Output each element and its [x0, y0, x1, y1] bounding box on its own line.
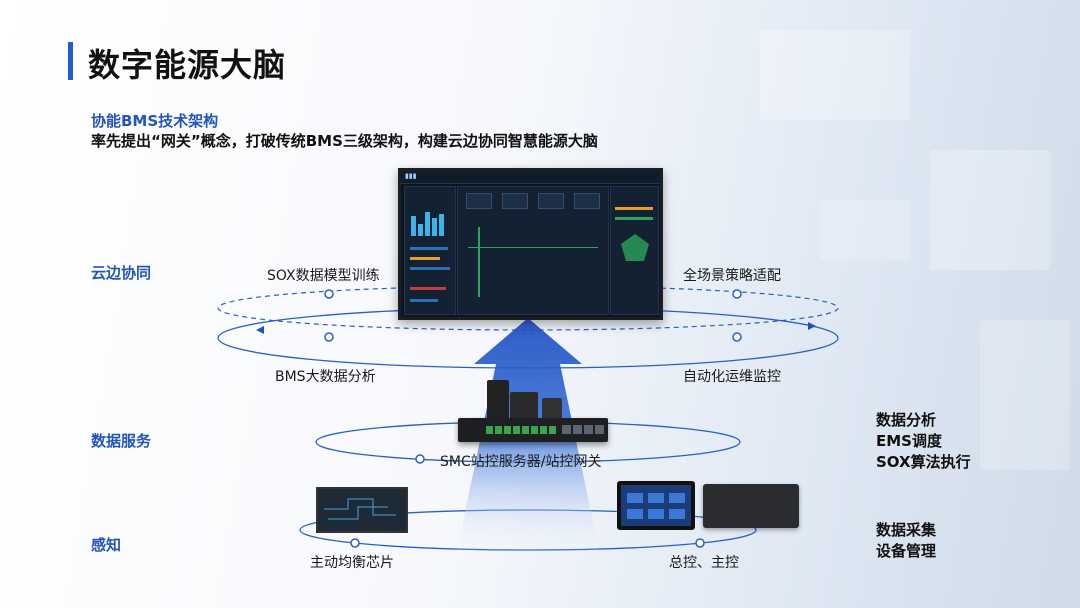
dashboard-screen-icon: ▮▮▮ — [398, 168, 663, 320]
node-dot — [324, 332, 334, 342]
tablet-screen — [621, 485, 691, 526]
layer-label-service: 数据服务 — [91, 432, 152, 450]
layer-label-perception: 感知 — [91, 536, 122, 554]
node-label-master-control: 总控、主控 — [669, 555, 739, 571]
controller-box-icon — [703, 484, 799, 528]
dashboard-left-panel — [404, 186, 456, 315]
service-function-item: 数据分析 — [876, 411, 937, 429]
perception-function-item: 数据采集 — [876, 521, 937, 539]
service-function-item: EMS调度 — [876, 432, 942, 450]
bg-block — [980, 320, 1070, 470]
node-dot — [415, 454, 425, 464]
ring-arrow-right — [808, 322, 816, 330]
node-dot — [695, 538, 705, 548]
node-dot — [732, 332, 742, 342]
node-label-ops-monitor: 自动化运维监控 — [683, 369, 781, 385]
gateway-module-icon — [542, 398, 562, 420]
node-label-sox-training: SOX数据模型训练 — [267, 268, 380, 284]
bg-block — [760, 30, 910, 120]
node-dot — [732, 289, 742, 299]
gateway-module-icon — [487, 380, 509, 420]
perception-function-item: 设备管理 — [876, 542, 937, 560]
dashboard-topbar: ▮▮▮ — [401, 171, 660, 184]
title-accent-bar — [68, 42, 73, 80]
bg-block — [930, 150, 1050, 270]
node-label-bms-analysis: BMS大数据分析 — [275, 369, 376, 385]
gateway-module-icon — [510, 392, 538, 420]
balancing-chip-icon — [316, 487, 408, 533]
gateway-device-icon — [458, 418, 608, 442]
page-subtitle: 协能BMS技术架构 — [91, 112, 219, 130]
dashboard-logo: ▮▮▮ — [405, 172, 417, 180]
node-label-strategy: 全场景策略适配 — [683, 268, 781, 284]
service-function-item: SOX算法执行 — [876, 453, 971, 471]
service-functions-list: 数据分析 EMS调度 SOX算法执行 — [876, 410, 971, 473]
dashboard-right-panel — [610, 186, 659, 315]
perception-functions-list: 数据采集 设备管理 — [876, 520, 936, 562]
node-label-smc-gateway: SMC站控服务器/站控网关 — [440, 454, 602, 470]
control-tablet-icon — [617, 481, 695, 530]
layer-label-cloud: 云边协同 — [91, 264, 152, 282]
node-dot — [324, 289, 334, 299]
node-dot — [350, 538, 360, 548]
dashboard-center-panel — [457, 186, 609, 315]
ring-arrow-left — [256, 326, 264, 334]
page-description: 率先提出“网关”概念，打破传统BMS三级架构，构建云边协同智慧能源大脑 — [91, 132, 598, 150]
page-title: 数字能源大脑 — [88, 46, 287, 84]
node-label-balancing-chip: 主动均衡芯片 — [310, 555, 394, 571]
bg-block — [820, 200, 910, 260]
